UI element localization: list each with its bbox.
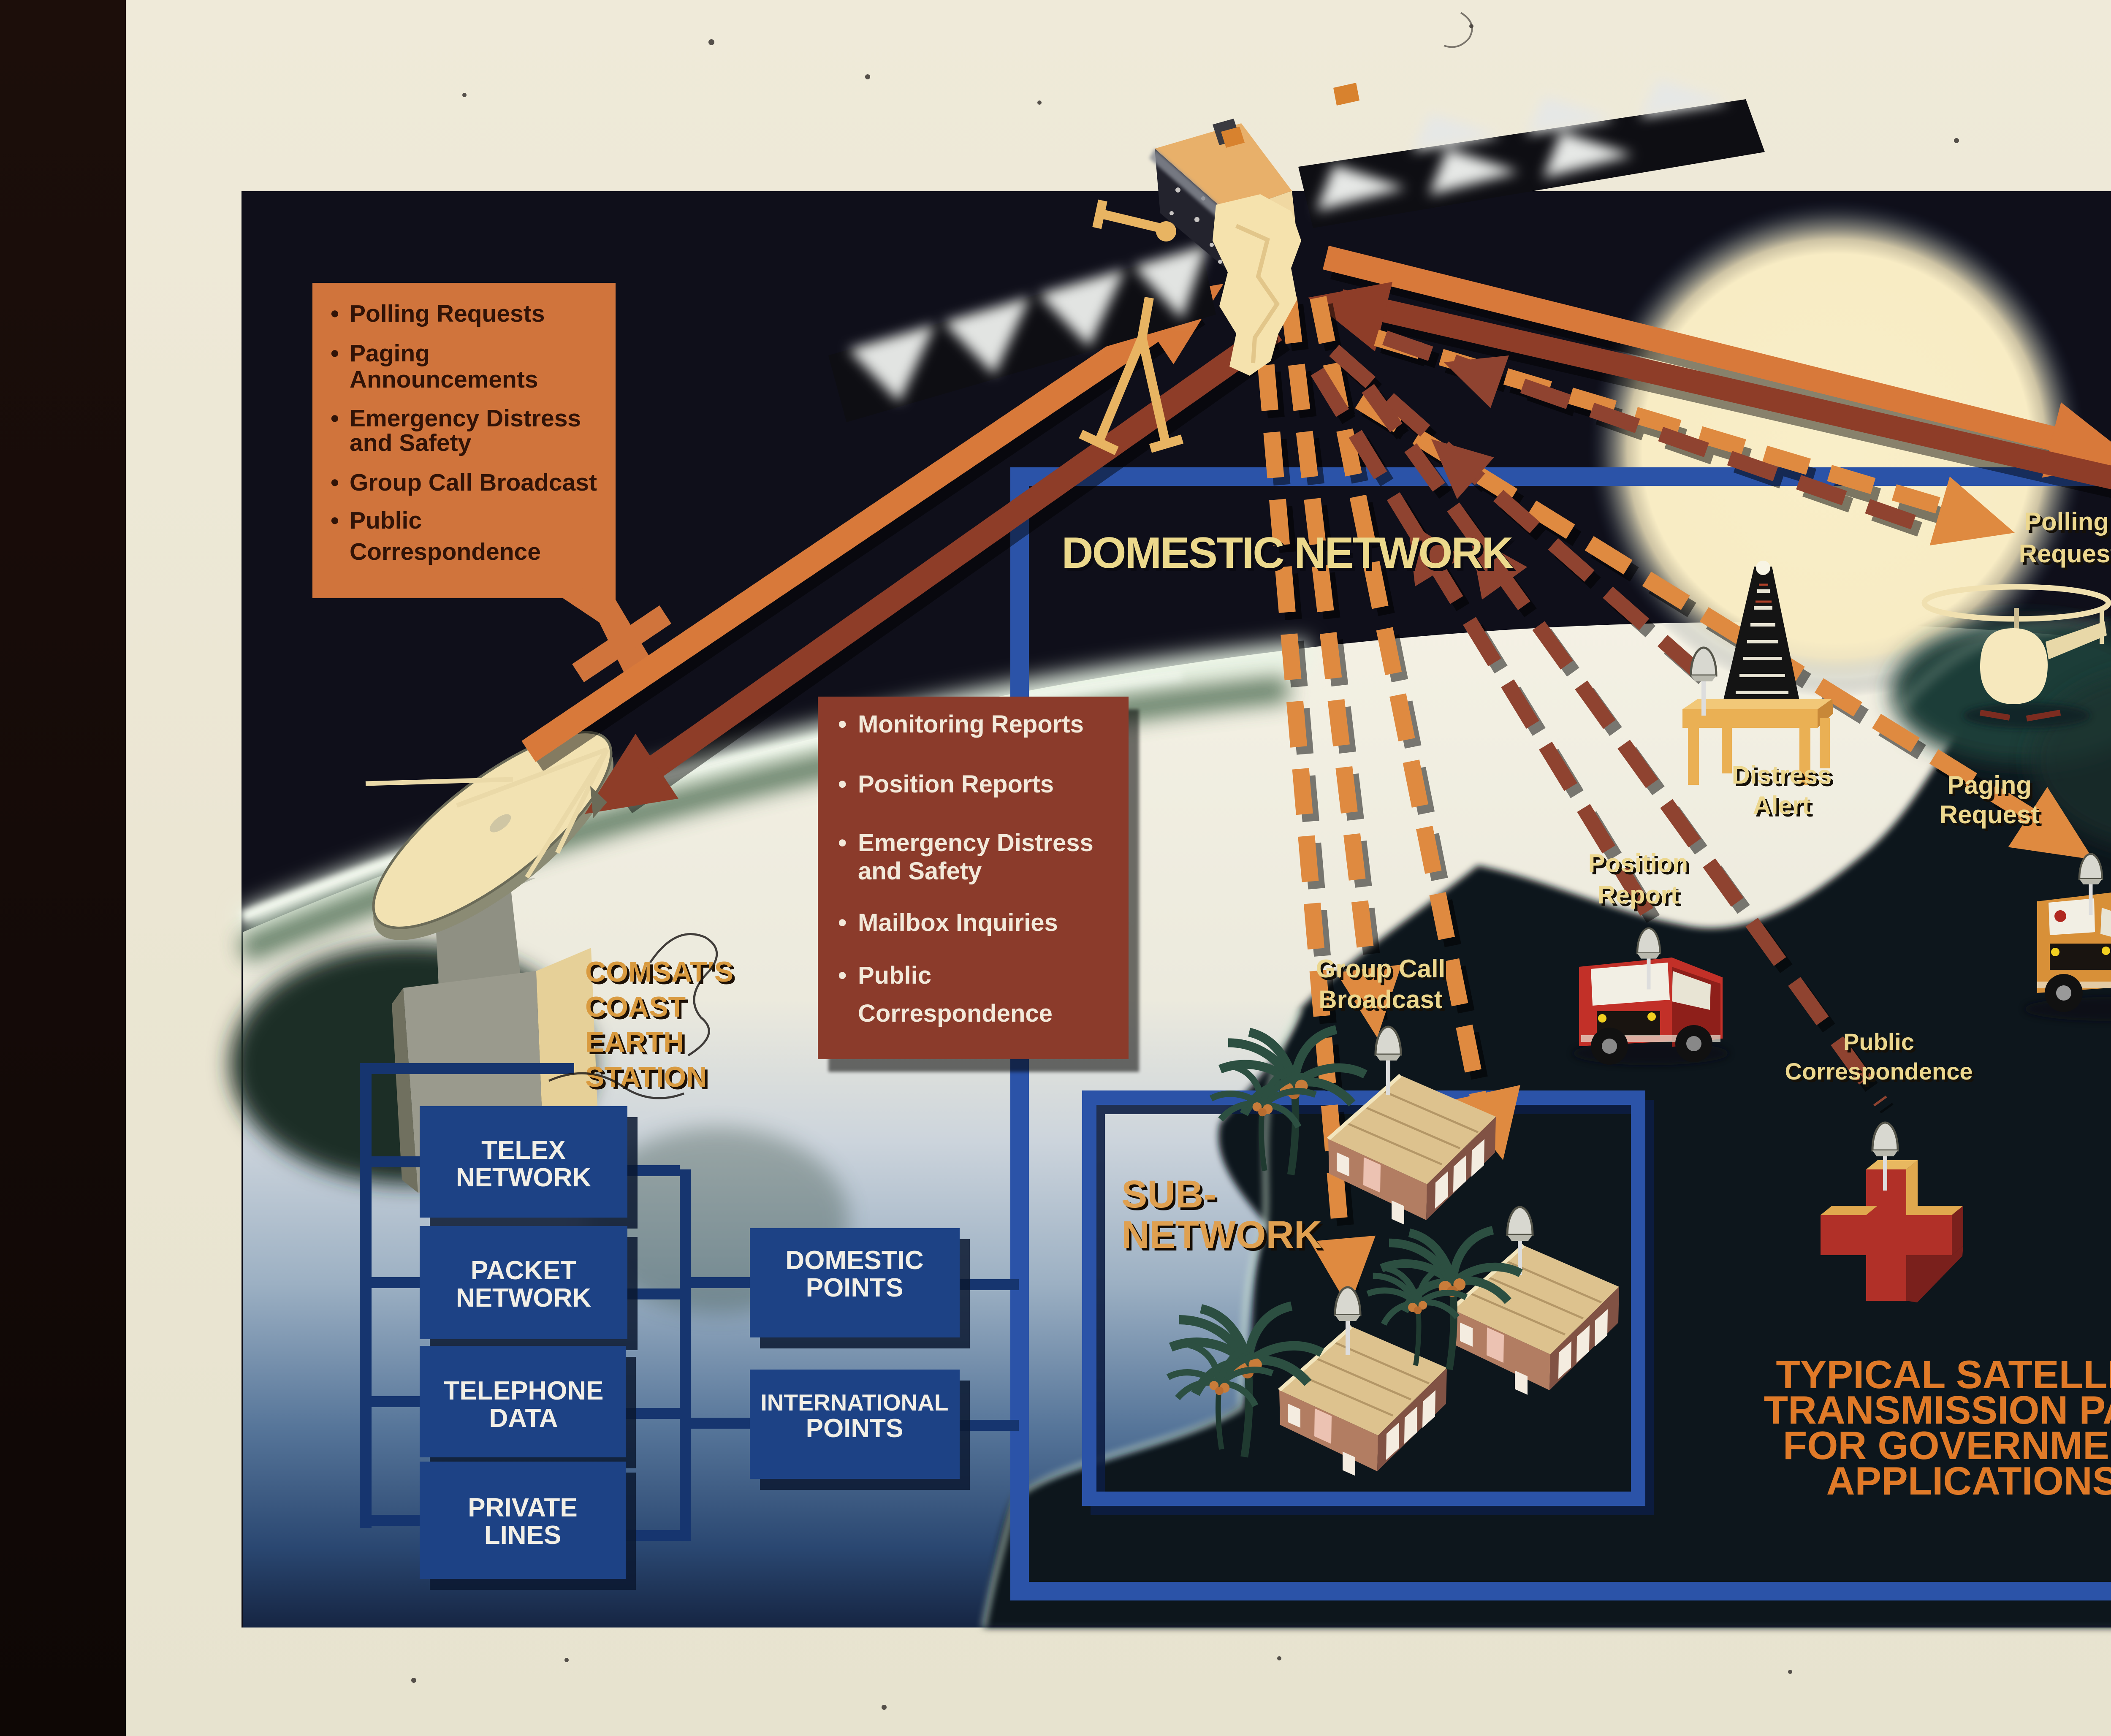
svg-text:POINTS: POINTS <box>806 1414 904 1443</box>
svg-text:Alert: Alert <box>1756 794 1813 822</box>
svg-text:Public: Public <box>350 507 422 534</box>
svg-text:•: • <box>838 711 847 738</box>
svg-text:FOR GOVERNMENT: FOR GOVERNMENT <box>1783 1423 2111 1467</box>
svg-text:EARTH: EARTH <box>585 1026 684 1058</box>
svg-text:•: • <box>838 909 847 936</box>
svg-text:•: • <box>838 770 847 798</box>
svg-text:Correspondence: Correspondence <box>858 1000 1053 1027</box>
svg-text:DOMESTIC NETWORK: DOMESTIC NETWORK <box>1061 529 1513 578</box>
svg-text:Broadcast: Broadcast <box>1321 988 1445 1016</box>
svg-text:DATA: DATA <box>489 1404 558 1433</box>
svg-text:Public: Public <box>858 962 931 989</box>
svg-text:NETWORK: NETWORK <box>456 1163 592 1192</box>
svg-text:•: • <box>331 507 339 534</box>
svg-text:Report: Report <box>1597 881 1679 909</box>
svg-text:Distress: Distress <box>1732 761 1832 789</box>
svg-text:NETWORK: NETWORK <box>456 1283 592 1313</box>
svg-text:COMSAT'S: COMSAT'S <box>588 958 736 990</box>
svg-text:LINES: LINES <box>484 1521 562 1550</box>
svg-text:Monitoring Reports: Monitoring Reports <box>858 711 1084 738</box>
svg-text:and Safety: and Safety <box>858 857 982 885</box>
svg-text:DOMESTIC NETWORK: DOMESTIC NETWORK <box>1064 532 1516 580</box>
svg-text:and Safety: and Safety <box>350 429 472 456</box>
svg-text:Group Call: Group Call <box>1316 955 1446 983</box>
svg-text:Paging: Paging <box>1950 773 2034 802</box>
svg-text:Position: Position <box>1588 849 1688 877</box>
svg-text:Request: Request <box>2021 542 2111 570</box>
svg-text:Broadcast: Broadcast <box>1319 985 1442 1014</box>
svg-text:Report: Report <box>1600 883 1681 911</box>
svg-text:APPLICATIONS: APPLICATIONS <box>1826 1459 2111 1503</box>
svg-text:•: • <box>838 962 847 989</box>
svg-text:Paging: Paging <box>1947 771 2032 799</box>
svg-text:TELEX: TELEX <box>481 1136 566 1165</box>
svg-text:Polling: Polling <box>2027 510 2111 538</box>
svg-text:PACKET: PACKET <box>471 1256 576 1285</box>
svg-text:•: • <box>331 340 339 367</box>
svg-text:Correspondence: Correspondence <box>350 538 541 565</box>
svg-text:Polling: Polling <box>2024 507 2109 536</box>
svg-text:COAST: COAST <box>588 993 688 1025</box>
svg-text:Public: Public <box>1846 1031 1917 1058</box>
svg-text:•: • <box>331 469 339 496</box>
svg-text:Correspondence: Correspondence <box>1788 1061 1975 1087</box>
svg-text:INTERNATIONAL: INTERNATIONAL <box>760 1389 948 1416</box>
svg-text:Announcements: Announcements <box>350 366 538 393</box>
svg-text:Position Reports: Position Reports <box>858 770 1054 798</box>
svg-text:TYPICAL SATELLITE: TYPICAL SATELLITE <box>1776 1352 2111 1397</box>
svg-text:Emergency Distress: Emergency Distress <box>350 405 581 432</box>
svg-text:EARTH: EARTH <box>588 1028 686 1061</box>
svg-text:•: • <box>331 405 339 432</box>
svg-text:Position: Position <box>1591 852 1691 880</box>
svg-text:COAST: COAST <box>585 991 686 1023</box>
svg-text:TRANSMISSION PATH: TRANSMISSION PATH <box>1764 1388 2111 1432</box>
svg-text:Mailbox Inquiries: Mailbox Inquiries <box>858 909 1058 936</box>
svg-text:Emergency Distress: Emergency Distress <box>858 829 1093 857</box>
svg-text:Group Call: Group Call <box>1319 957 1448 985</box>
svg-text:Request: Request <box>1942 803 2042 831</box>
svg-text:SUB-: SUB- <box>1121 1173 1216 1216</box>
svg-text:Public: Public <box>1843 1028 1914 1055</box>
svg-text:Group Call Broadcast: Group Call Broadcast <box>350 469 597 496</box>
svg-text:Polling Requests: Polling Requests <box>350 300 545 327</box>
svg-text:Request: Request <box>2019 540 2111 568</box>
svg-text:DOMESTIC: DOMESTIC <box>785 1246 923 1275</box>
svg-text:COMSAT'S: COMSAT'S <box>585 956 733 988</box>
svg-text:SUB-: SUB- <box>1124 1175 1219 1218</box>
svg-text:Paging: Paging <box>350 340 430 367</box>
svg-text:Alert: Alert <box>1753 791 1811 819</box>
svg-text:Request: Request <box>1940 800 2040 829</box>
svg-text:Correspondence: Correspondence <box>1785 1058 1973 1085</box>
svg-text:NETWORK: NETWORK <box>1124 1216 1324 1259</box>
svg-text:POINTS: POINTS <box>806 1273 904 1302</box>
svg-text:•: • <box>838 829 847 857</box>
svg-text:TELEPHONE: TELEPHONE <box>444 1376 604 1405</box>
svg-text:•: • <box>331 300 339 327</box>
svg-text:PRIVATE: PRIVATE <box>468 1493 578 1522</box>
svg-text:NETWORK: NETWORK <box>1121 1213 1322 1256</box>
svg-text:Distress: Distress <box>1734 763 1834 792</box>
